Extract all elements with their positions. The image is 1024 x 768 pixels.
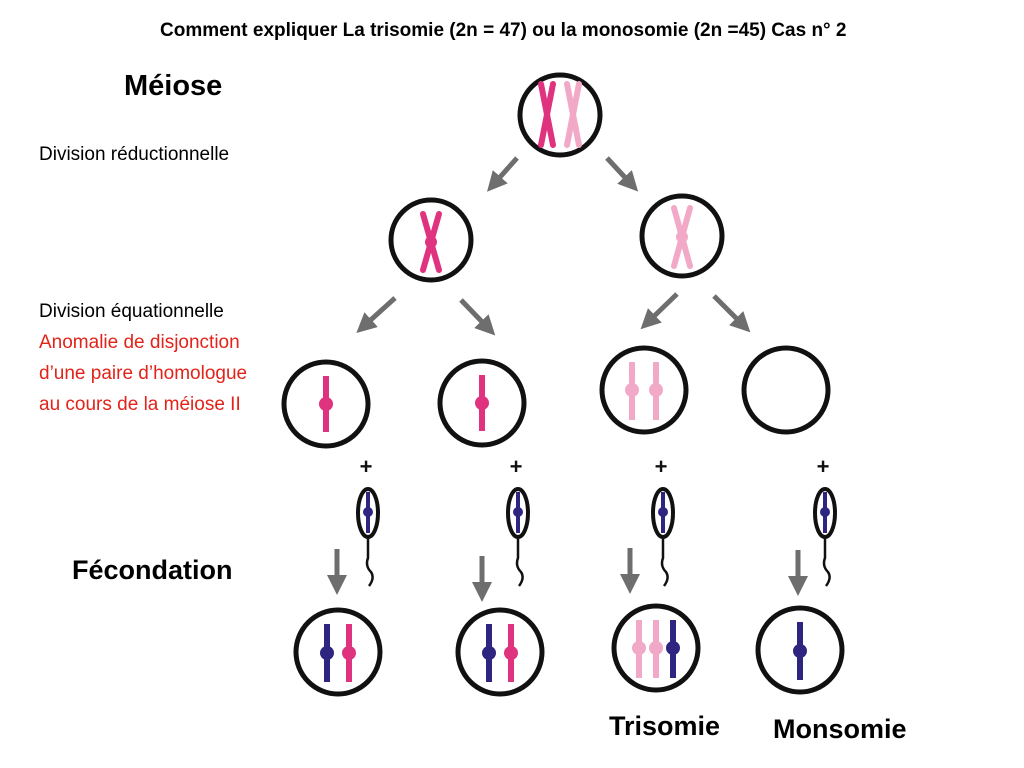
zygote-2-normal xyxy=(455,607,545,697)
monosomie-label: Monsomie xyxy=(773,714,907,744)
centromere xyxy=(625,383,639,397)
division-equationnelle-label: Division équationnelle xyxy=(39,301,224,322)
centromere xyxy=(649,383,663,397)
flagellum xyxy=(365,537,374,587)
arrow-meiosis1-right xyxy=(605,156,639,192)
division-reductionnelle-label: Division réductionnelle xyxy=(39,144,230,165)
anomaly-text-block: Division équationnelle Anomalie de disjo… xyxy=(39,296,247,420)
parent-cell-membrane xyxy=(517,72,603,158)
arrow-meiosis1-left xyxy=(487,156,519,192)
centromere xyxy=(319,397,333,411)
zygote-1-normal xyxy=(293,607,383,697)
spermatozoon-4: + xyxy=(813,454,837,587)
page-title: Comment expliquer La trisomie (2n = 47) … xyxy=(160,20,847,41)
zygote-3-trisomic xyxy=(611,603,701,693)
daughter-cell-left xyxy=(388,197,474,283)
zygote-4-monosomic xyxy=(755,605,845,695)
gamete-3-disomic xyxy=(599,345,689,435)
anomaly-line-1: Anomalie de disjonction xyxy=(39,332,240,353)
plus-sign: + xyxy=(655,454,668,479)
centromere xyxy=(475,396,489,410)
gamete-4-nullisomic xyxy=(741,345,831,435)
gamete-2 xyxy=(437,358,527,448)
anomaly-line-3: au cours de la méiose II xyxy=(39,394,241,415)
daughter-cell-right xyxy=(639,193,725,279)
meiose-label: Méiose xyxy=(124,70,223,102)
plus-sign: + xyxy=(510,454,523,479)
flagellum xyxy=(660,537,669,587)
spermatozoon-1: + xyxy=(356,454,380,587)
spermatozoon-2: + xyxy=(506,454,530,587)
parent-cell xyxy=(517,72,603,158)
arrow-meiosis2-d xyxy=(712,294,751,333)
flagellum xyxy=(822,537,831,587)
anomaly-line-2: d’une paire d’homologue xyxy=(39,363,248,384)
homolog-dark-x-chromosome xyxy=(538,81,556,148)
flagellum xyxy=(515,537,524,587)
homolog-light-x-chromosome xyxy=(564,81,582,148)
arrow-meiosis2-c xyxy=(640,292,679,330)
plus-sign: + xyxy=(360,454,373,479)
arrow-meiosis2-a xyxy=(356,296,397,334)
trisomie-label: Trisomie xyxy=(609,711,721,741)
plus-sign: + xyxy=(817,454,830,479)
fecondation-label: Fécondation xyxy=(72,555,233,585)
dark-x-chromosome xyxy=(420,211,442,273)
light-x-chromosome xyxy=(671,205,693,269)
gamete-1 xyxy=(281,359,371,449)
spermatozoon-3: + xyxy=(651,454,675,587)
arrow-meiosis2-b xyxy=(459,298,496,336)
